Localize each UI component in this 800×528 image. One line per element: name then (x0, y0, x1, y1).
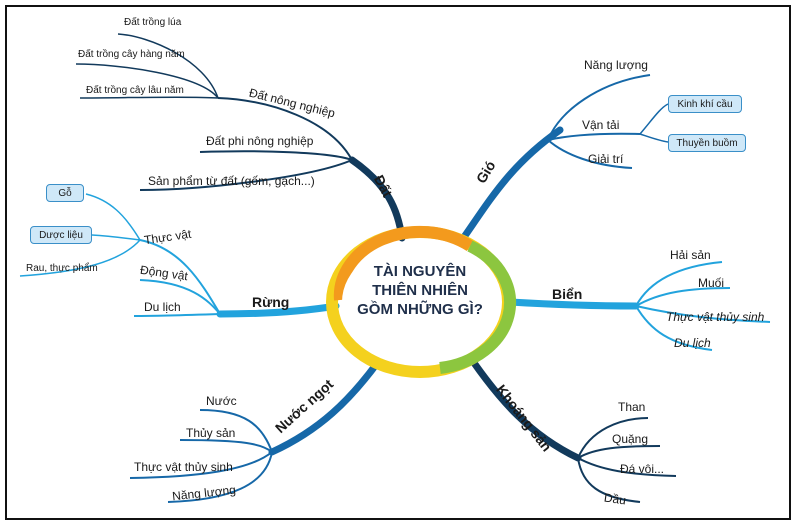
branch-rung-du-lich (133, 313, 221, 317)
khoang-san-item-quang: Quặng (612, 432, 649, 446)
center-ring-green (439, 240, 516, 374)
leaf-rau-thuc-pham (19, 239, 141, 277)
dat-item-san-pham: Sản phẩm từ đất (gốm, gạch...) (148, 174, 315, 188)
rung-box-go: Gỗ (46, 184, 84, 202)
center-oval (342, 242, 498, 362)
leaf-dat-trong-lua (117, 33, 219, 99)
nuoc-ngot-item-nuoc: Nước (206, 394, 237, 408)
gio-box-kinh-khi-cau: Kinh khí cầu (668, 95, 742, 113)
branch-rung-dong-vat (139, 279, 221, 315)
branch-ks-dau (577, 457, 641, 503)
branch-bien-du-lich (635, 305, 713, 351)
trunk-dat (348, 156, 406, 242)
leaf-dat-cay-lau-nam (79, 96, 219, 99)
gio-item-giai-tri: Giải trí (588, 152, 624, 166)
branch-dat-phi-nong-nghiep (199, 150, 353, 161)
branch-nn-thuy-san (179, 439, 273, 453)
branch-bien-thuc-vat (635, 305, 771, 323)
bien-item-thuc-vat-thuy-sinh: Thực vật thủy sinh (666, 310, 765, 324)
branch-gio-van-tai (547, 132, 641, 141)
branch-ks-da-voi (577, 457, 677, 477)
branch-label-rung: Rừng (252, 294, 290, 310)
bien-item-hai-san: Hải sản (670, 248, 711, 262)
branch-bien-hai-san (635, 261, 723, 307)
bien-item-du-lich: Du lịch (674, 336, 711, 350)
dat-leaf-trong-lua: Đất trồng lúa (124, 17, 182, 28)
center-title-line2: THIÊN NHIÊN (372, 282, 468, 299)
trunk-khoang-san (468, 356, 582, 462)
branch-ks-than (577, 417, 649, 459)
khoang-san-item-than: Than (618, 400, 646, 414)
khoang-san-item-da-voi: Đá vôi... (620, 462, 665, 476)
trunk-nuoc-ngot (268, 358, 382, 456)
khoang-san-item-dau: Dầu (603, 490, 627, 508)
branch-gio-giai-tri (547, 139, 633, 169)
center-ring-orange (333, 225, 474, 301)
branch-nn-nang-luong (167, 451, 273, 503)
branch-label-bien: Biển (552, 286, 583, 302)
trunk-rung (216, 302, 340, 318)
trunk-gio (458, 126, 564, 244)
center-title-line3: GỒM NHỮNG GÌ? (357, 301, 483, 318)
leaf-duoc-lieu (91, 234, 141, 241)
branch-san-pham-tu-dat (139, 159, 353, 191)
branch-nn-thuc-vat (129, 451, 273, 479)
center-title-line1: TÀI NGUYÊN (373, 263, 467, 280)
dat-leaf-cay-hang-nam: Đất trồng cây hàng năm (78, 49, 185, 60)
rung-item-du-lich: Du lịch (144, 300, 181, 314)
bien-item-muoi: Muối (698, 276, 725, 290)
rung-box-duoc-lieu: Dược liệu (30, 226, 92, 244)
gio-item-van-tai: Vận tải (582, 118, 620, 132)
branch-dat-nong-nghiep (217, 97, 353, 161)
branch-rung-thuc-vat (139, 239, 221, 315)
leaf-thuyen-buom (639, 133, 669, 143)
trunk-bien (506, 298, 640, 310)
leaf-kinh-khi-cau (639, 103, 669, 135)
leaf-go (85, 193, 141, 241)
dat-leaf-cay-lau-nam: Đất trồng cây lâu năm (86, 85, 184, 96)
leaf-dat-cay-hang-nam (75, 63, 219, 99)
gio-item-nang-luong: Năng lượng (584, 58, 648, 72)
gio-box-thuyen-buom: Thuyền buồm (668, 134, 746, 152)
rung-leaf-rau-thuc-pham: Rau, thực phẩm (26, 263, 98, 274)
center-title: TÀI NGUYÊN THIÊN NHIÊN GỒM NHỮNG GÌ? (345, 262, 495, 319)
dat-item-phi-nong-nghiep: Đất phi nông nghiệp (206, 134, 314, 148)
branch-gio-nang-luong (547, 74, 651, 141)
branch-nn-nuoc (199, 409, 273, 453)
branch-bien-muoi (635, 287, 731, 307)
nuoc-ngot-item-thuc-vat-thuy-sinh: Thực vật thủy sinh (134, 460, 233, 474)
branch-ks-quang (577, 445, 661, 459)
nuoc-ngot-item-thuy-san: Thủy sản (186, 426, 236, 440)
